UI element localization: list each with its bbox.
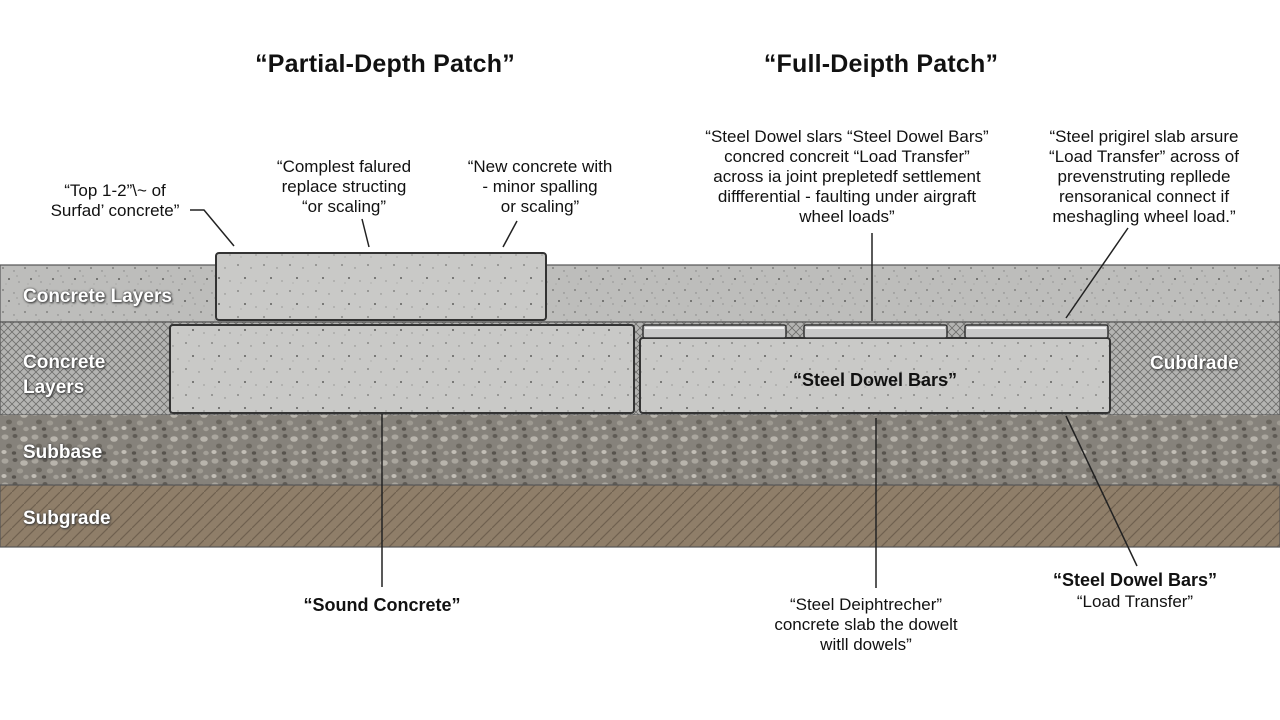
callout-steel-bottom-right-title: “Steel Dowel Bars” — [1052, 570, 1218, 590]
callout-top-surface: “Top 1-2”\~ of Surfad’ concrete” — [50, 181, 180, 220]
callout-complest: “Complest falured replace structing “or … — [276, 157, 412, 216]
title-partial-depth: “Partial-Depth Patch” — [255, 50, 515, 78]
callout-steel-depth: “Steel Deiphtrecher” concrete slab the d… — [774, 595, 958, 654]
callout-steel-dowel-top: “Steel Dowel slars “Steel Dowel Bars” co… — [705, 127, 989, 226]
dowel-bar — [642, 324, 787, 339]
layer-label-surface: Concrete Layers — [23, 286, 172, 307]
layer-label-subgrade: Subgrade — [23, 508, 111, 529]
callout-steel-right-top: “Steel prigirel slab arsure “Load Transf… — [1049, 127, 1239, 226]
leader-lines — [190, 209, 1138, 588]
callout-new-concrete: “New concrete with - minor spalling or s… — [467, 157, 613, 216]
layer-label-subbase: Subbase — [23, 442, 103, 463]
layer-label-right-slab: Cubdrade — [1150, 353, 1239, 374]
surface-concrete-layer — [0, 264, 1280, 323]
callout-sound-concrete: “Sound Concrete” — [303, 595, 461, 615]
partial-depth-patch — [215, 252, 547, 321]
dowel-bar — [964, 324, 1109, 339]
callout-slab-center: “Steel Dowel Bars” — [792, 370, 958, 390]
subbase-layer — [0, 415, 1280, 485]
dowel-bar — [803, 324, 948, 339]
subgrade-layer — [0, 484, 1280, 548]
callout-steel-bottom-right-sub: “Load Transfer” — [1076, 592, 1194, 611]
title-full-depth: “Full-Deipth Patch” — [763, 50, 999, 78]
left-slab — [169, 324, 635, 414]
layer-label-slab: Concrete Layers — [23, 352, 106, 398]
